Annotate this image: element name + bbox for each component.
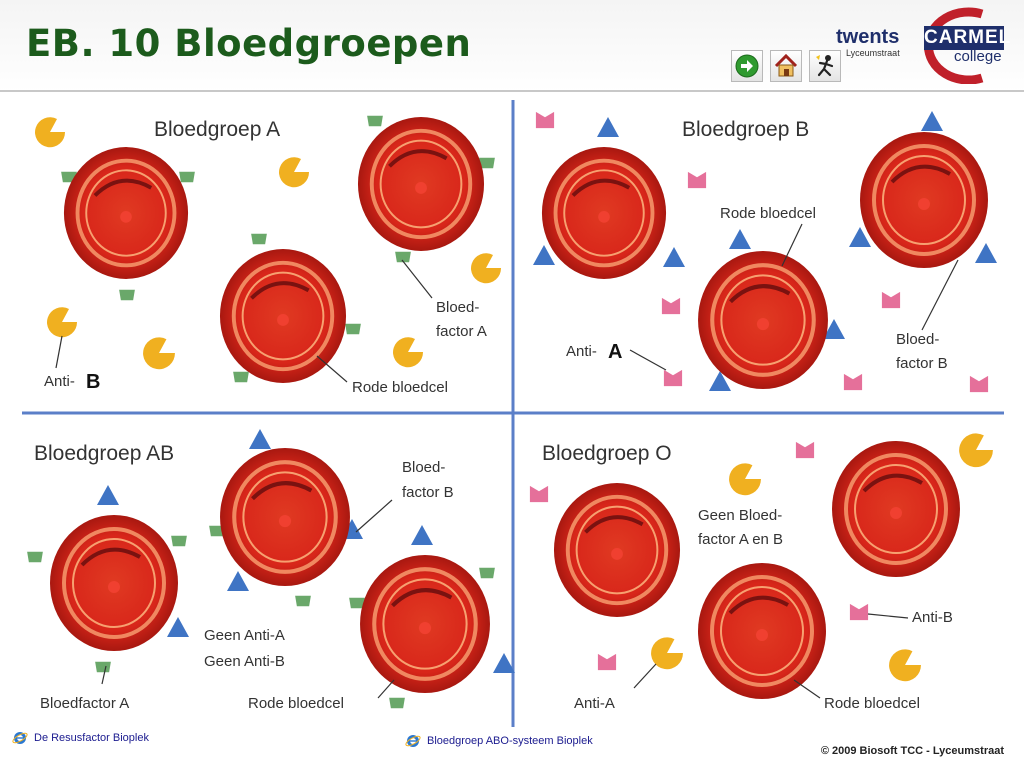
bloedfactor-a-marker [119,289,135,301]
red-blood-cell [858,130,990,270]
label-geen-bloedfactor-line2: factor A en B [698,531,783,548]
footer-link-abo-label[interactable]: Bloedgroep ABO-systeem Bioplek [427,734,593,747]
label-anti-b: Anti-B [912,609,953,626]
label-bloedfactor-b-line2: factor B [896,355,948,372]
bloedfactor-a-marker [295,595,311,607]
label-bloedfactor-b-line1: Bloed- [896,331,939,348]
red-blood-cell [698,251,828,389]
panel-ab-title: Bloedgroep AB [34,442,174,465]
bloedfactor-a-marker [179,171,195,183]
label-bloedfactor-b-line2: factor B [402,484,454,501]
red-blood-cell [356,115,486,253]
red-blood-cell [62,145,190,281]
bloedfactor-a-marker [389,697,405,709]
label-geen-anti-a: Geen Anti-A [204,627,285,644]
label-anti-a: Anti-A [574,695,615,712]
panel-a-title: Bloedgroep A [154,118,280,141]
label-rode-bloedcel: Rode bloedcel [352,379,448,396]
logo-college: college [954,48,1002,65]
red-blood-cell [220,249,346,383]
internet-explorer-icon [12,732,28,744]
panel-bloedgroep-b: Bloedgroep B Rode bloedcel Bloed- factor… [533,111,997,393]
internet-explorer-icon [405,735,421,747]
label-anti-prefix: Anti- [566,343,597,360]
red-blood-cell [540,145,668,281]
label-anti-letter: A [608,341,622,363]
label-anti-letter: B [86,371,100,393]
footer-link-resusfactor[interactable]: De Resusfactor Bioplek [12,730,149,746]
bloedfactor-a-marker [479,567,495,579]
exit-button[interactable] [809,50,841,82]
next-button[interactable] [731,50,763,82]
bloedfactor-a-marker [95,661,111,673]
bloedfactor-a-marker [233,371,249,383]
home-icon [774,53,798,77]
label-bloedfactor-a-line1: Bloed- [436,299,479,316]
label-bloedfactor-b-line1: Bloed- [402,459,445,476]
panel-o-title: Bloedgroep O [542,442,672,465]
bloedfactor-a-marker [251,233,267,245]
school-logo: twents Lyceumstraat CARMEL college [832,6,1017,84]
red-blood-cell [832,441,960,577]
red-blood-cell [50,515,178,651]
bloedfactor-a-marker [345,323,361,335]
exit-figure-icon [816,55,834,77]
header-divider [0,90,1024,92]
label-rode-bloedcel: Rode bloedcel [824,695,920,712]
label-rode-bloedcel: Rode bloedcel [720,205,816,222]
next-arrow-icon [735,54,759,78]
home-button[interactable] [770,50,802,82]
label-geen-bloedfactor-line1: Geen Bloed- [698,507,782,524]
panel-bloedgroep-a: Bloedgroep A Bloed- factor A Rode bloedc… [35,115,502,396]
label-bloedfactor-a-line2: factor A [436,323,487,340]
label-geen-anti-b: Geen Anti-B [204,653,285,670]
footer-link-resusfactor-label[interactable]: De Resusfactor Bioplek [34,731,149,744]
header-bar: EB. 10 Bloedgroepen twents Lyceumstraat … [0,0,1024,92]
label-anti-prefix: Anti- [44,373,75,390]
panel-bloedgroep-o: Bloedgroep O Geen Bloed- factor A en B A… [529,433,993,712]
bloedfactor-a-marker [171,535,187,547]
label-bloedfactor-a: Bloedfactor A [40,695,129,712]
logo-carmel: CARMEL [924,26,1012,50]
logo-lyceumstraat: Lyceumstraat [846,48,900,58]
page-title: EB. 10 Bloedgroepen [26,22,472,65]
panel-bloedgroep-ab: Bloedgroep AB Bloed- factor B Geen Anti-… [27,429,515,712]
label-rode-bloedcel: Rode bloedcel [248,695,344,712]
panel-b-title: Bloedgroep B [682,118,809,141]
logo-twents: twents [836,26,900,48]
red-blood-cell [698,563,826,699]
red-blood-cell [360,555,490,693]
footer-link-abo[interactable]: Bloedgroep ABO-systeem Bioplek [405,733,593,749]
blood-group-diagram: Bloedgroep A Bloed- factor A Rode bloedc… [22,100,1004,727]
red-blood-cell [220,448,350,586]
bloedfactor-a-marker [27,551,43,563]
red-blood-cell [554,483,680,617]
copyright-notice: © 2009 Biosoft TCC - Lyceumstraat [820,745,1004,757]
bloedfactor-a-marker [367,115,383,127]
